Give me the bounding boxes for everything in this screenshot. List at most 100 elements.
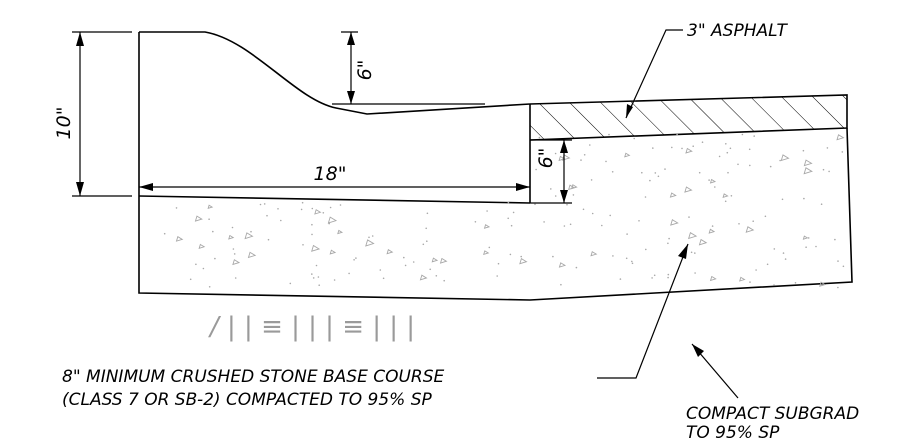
aggregate-dot	[826, 147, 829, 149]
dimension-base-depth: 6"	[530, 139, 572, 204]
gutter-drop-label: 6"	[354, 60, 376, 81]
aggregate-stone	[558, 262, 567, 268]
aggregate-stone	[709, 275, 717, 282]
aggregate-stone	[803, 159, 813, 167]
aggregate-dot	[538, 153, 541, 156]
subgrade-label-line2: TO 95% SP	[686, 423, 780, 443]
gutter-width-label: 18"	[314, 163, 347, 185]
aggregate-dot	[404, 264, 407, 267]
aggregate-dot	[212, 230, 214, 233]
aggregate-dot	[412, 261, 415, 263]
aggregate-dot	[333, 279, 336, 281]
subgrade-symbol: / | | ≡ | | | ≡ | | |	[208, 312, 415, 342]
aggregate-dot	[609, 214, 611, 217]
aggregate-stone	[232, 259, 241, 266]
aggregate-dot	[724, 200, 727, 203]
aggregate-dot	[755, 269, 757, 271]
aggregate-dot	[509, 253, 512, 256]
aggregate-dot	[773, 284, 775, 286]
aggregate-dot	[534, 203, 536, 206]
aggregate-dot	[625, 257, 628, 260]
aggregate-dot	[329, 206, 332, 209]
dimension-gutter-drop: 6"	[332, 31, 485, 105]
aggregate-dot	[208, 218, 210, 220]
aggregate-stone	[329, 249, 337, 255]
aggregate-dot	[289, 282, 292, 285]
aggregate-dot	[379, 269, 382, 271]
aggregate-dot	[538, 136, 541, 139]
aggregate-dot	[382, 277, 385, 280]
aggregate-dot	[841, 151, 844, 153]
aggregate-stone	[337, 229, 344, 235]
aggregate-dot	[611, 171, 614, 173]
aggregate-dot	[175, 207, 178, 209]
base-course-label-line1: 8" MINIMUM CRUSHED STONE BASE COURSE	[62, 367, 445, 387]
aggregate-stipple	[163, 133, 845, 289]
aggregate-dot	[667, 242, 669, 245]
aggregate-dot	[575, 266, 578, 269]
aggregate-dot	[748, 148, 751, 151]
aggregate-dot	[807, 237, 810, 239]
aggregate-dot	[302, 244, 304, 246]
aggregate-stone	[803, 167, 813, 175]
aggregate-dot	[668, 237, 670, 240]
aggregate-dot	[250, 230, 252, 233]
aggregate-dot	[589, 144, 591, 146]
aggregate-stone	[669, 192, 677, 198]
aggregate-dot	[794, 282, 797, 284]
aggregate-stone	[802, 235, 809, 240]
aggregate-dot	[435, 275, 438, 277]
aggregate-stone	[624, 152, 631, 158]
aggregate-dot	[694, 252, 696, 254]
aggregate-dot	[572, 194, 575, 196]
aggregate-stone	[739, 276, 746, 282]
aggregate-dot	[163, 232, 166, 235]
aggregate-dot	[612, 255, 614, 257]
aggregate-stone	[745, 226, 755, 233]
aggregate-dot	[711, 225, 714, 227]
aggregate-dot	[263, 203, 266, 205]
aggregate-dot	[708, 179, 710, 181]
aggregate-dot	[730, 195, 733, 197]
aggregate-dot	[645, 248, 647, 251]
aggregate-dot	[311, 207, 314, 210]
curb-height-label: 10"	[53, 107, 75, 140]
aggregate-stone	[567, 184, 576, 191]
aggregate-dot	[766, 263, 769, 266]
aggregate-dot	[233, 253, 236, 255]
aggregate-dot	[443, 279, 446, 282]
aggregate-stone	[670, 219, 679, 226]
aggregate-dot	[300, 208, 303, 211]
aggregate-dot	[422, 243, 425, 246]
asphalt-label: 3" ASPHALT	[687, 21, 788, 41]
aggregate-dot	[718, 155, 721, 158]
aggregate-stone	[519, 257, 528, 265]
aggregate-dot	[667, 276, 669, 279]
aggregate-dot	[486, 210, 488, 212]
aggregate-stone	[314, 209, 322, 215]
aggregate-dot	[822, 168, 825, 171]
base-depth-label: 6"	[535, 148, 557, 169]
aggregate-dot	[507, 217, 510, 220]
aggregate-dot	[752, 220, 754, 222]
aggregate-dot	[322, 212, 325, 214]
aggregate-dot	[834, 238, 836, 241]
aggregate-dot	[339, 204, 342, 206]
aggregate-dot	[425, 227, 428, 230]
leader-subgrade: COMPACT SUBGRAD TO 95% SP	[686, 343, 859, 443]
aggregate-dot	[727, 171, 729, 174]
aggregate-dot	[694, 272, 696, 274]
aggregate-dot	[267, 238, 270, 241]
aggregate-dot	[729, 147, 732, 150]
aggregate-dot	[202, 267, 205, 270]
leader-asphalt: 3" ASPHALT	[625, 21, 788, 119]
dimension-curb-height: 10"	[53, 31, 132, 197]
aggregate-stone	[590, 251, 598, 257]
base-course-layer	[138, 127, 853, 301]
aggregate-dot	[231, 226, 234, 229]
aggregate-dot	[657, 175, 660, 178]
aggregate-dot	[426, 212, 429, 215]
aggregate-dot	[638, 220, 640, 222]
aggregate-dot	[214, 257, 216, 260]
aggregate-stone	[819, 281, 827, 287]
